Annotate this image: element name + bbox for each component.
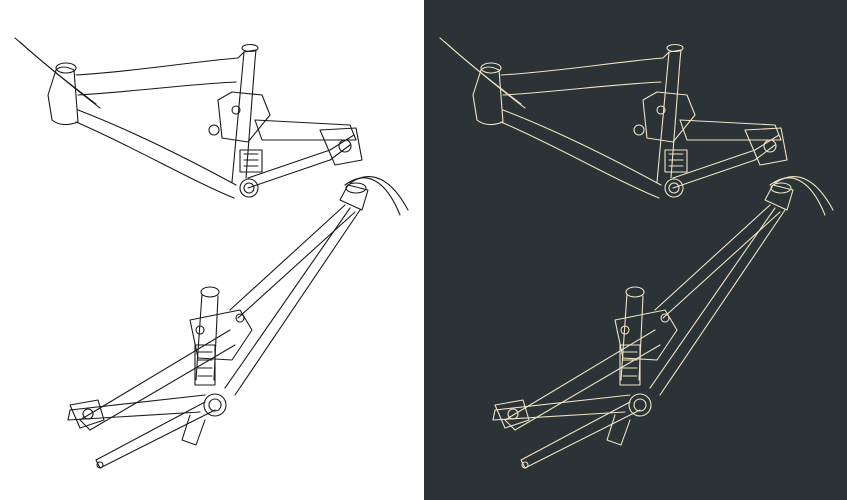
dark-frames-illustration — [439, 37, 834, 469]
light-frames-illustration — [14, 37, 409, 469]
